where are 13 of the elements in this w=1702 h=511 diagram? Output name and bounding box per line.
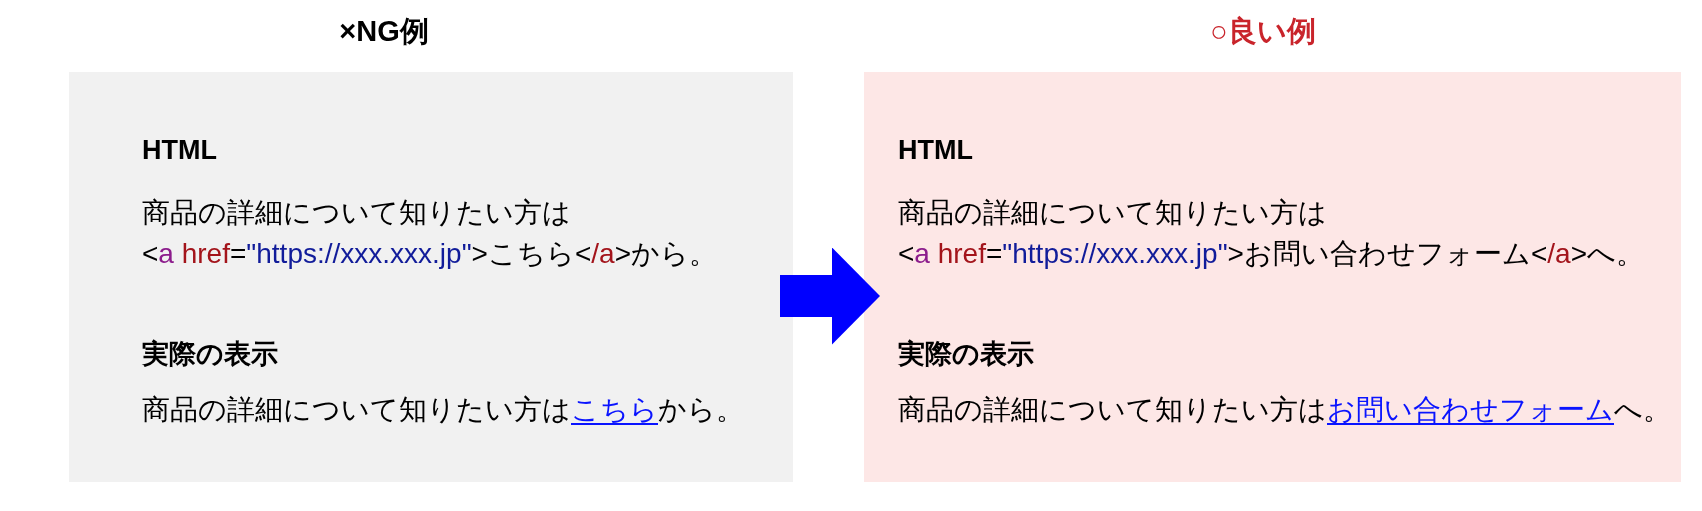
text-link: お問い合わせフォーム bbox=[1327, 394, 1614, 425]
section-heading: HTML bbox=[142, 134, 217, 167]
section-heading: 実際の表示 bbox=[142, 338, 278, 371]
section-heading: HTML bbox=[898, 134, 973, 167]
panel-heading: ×NG例 bbox=[339, 14, 429, 49]
panel-heading: ○良い例 bbox=[1210, 14, 1316, 49]
section-heading: 実際の表示 bbox=[898, 338, 1034, 371]
block-arrow bbox=[780, 247, 880, 345]
rendered-sentence: 商品の詳細について知りたい方はお問い合わせフォームへ。 bbox=[898, 393, 1671, 427]
code-snippet: 商品の詳細について知りたい方は<a href="https://xxx.xxx.jp">こちら</a>から。 bbox=[142, 196, 718, 271]
text-link: こちら bbox=[571, 394, 658, 425]
code-snippet: 商品の詳細について知りたい方は<a href="https://xxx.xxx.jp">お問い合わせフォーム</a>へ。 bbox=[898, 196, 1645, 271]
rendered-sentence: 商品の詳細について知りたい方はこちらから。 bbox=[142, 393, 744, 427]
